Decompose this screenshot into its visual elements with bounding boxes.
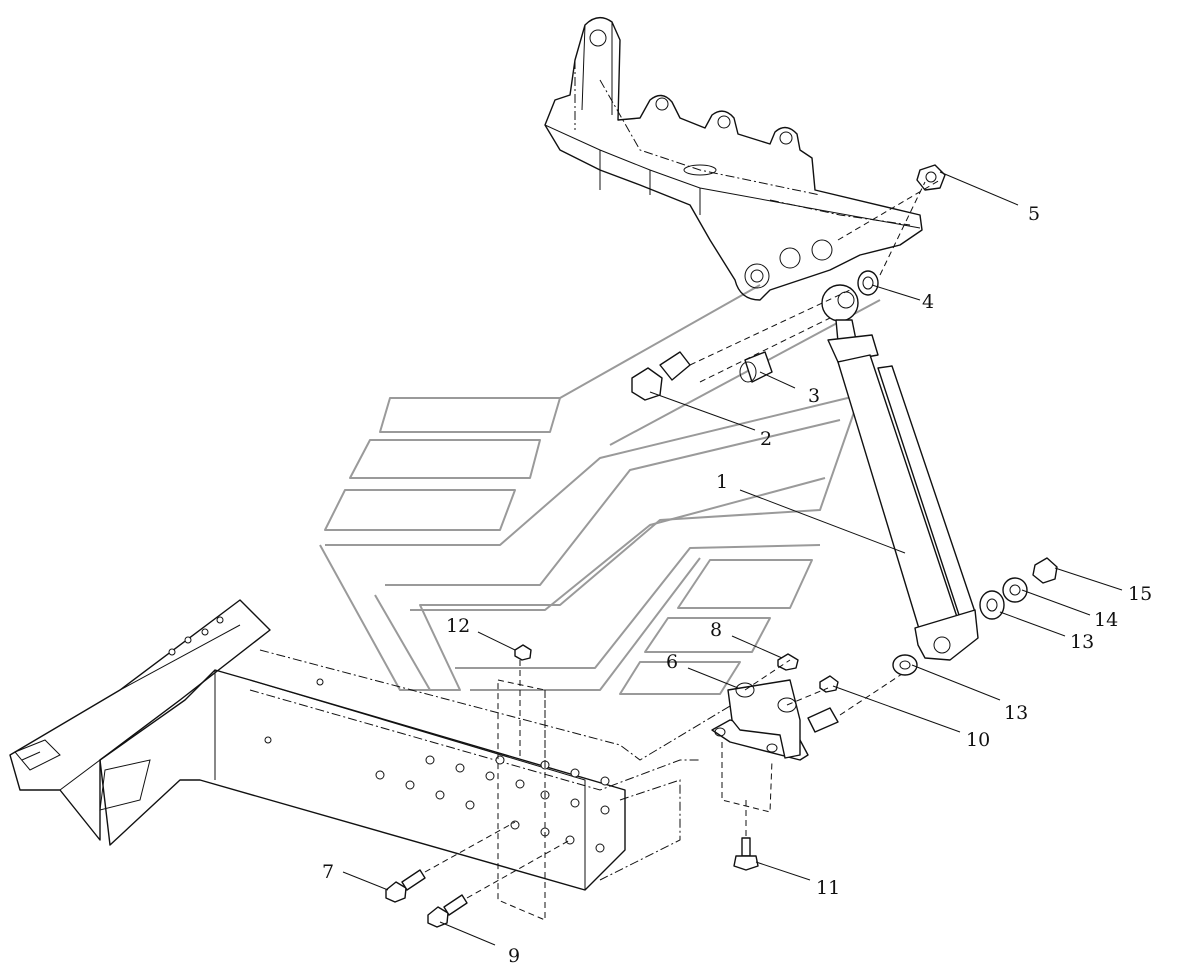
callout-12: 12 [446,615,470,637]
washer-13a-shape [892,654,918,676]
washer-4-shape [857,270,879,296]
callout-1: 1 [716,471,728,493]
nut-8-shape [777,653,799,671]
callout-6: 6 [666,651,678,673]
frame-rail [9,599,741,891]
callout-labels: 1 2 3 4 5 6 7 8 9 10 11 12 13 13 14 15 [322,203,1152,967]
bolt-9-head [427,906,449,928]
callout-13-upper: 13 [1070,631,1094,653]
shock-absorber [821,284,979,661]
bolt-11-head [733,855,759,871]
callout-3: 3 [808,385,820,407]
cab-outline-ghost [319,284,881,695]
callout-9: 9 [508,945,520,967]
bolt-2-head [631,367,663,401]
washer-13b-shape [979,590,1005,620]
callout-2: 2 [760,428,772,450]
callout-4: 4 [922,291,934,313]
callout-7: 7 [322,861,334,883]
callout-10: 10 [966,729,990,751]
lower-bracket [497,644,906,921]
nut-12-shape [514,644,532,661]
hardware-lower-right [892,557,1058,676]
nut-5-shape [916,164,946,191]
leader-lines [342,171,1123,946]
callout-13-lower: 13 [1004,702,1028,724]
bolt-2-shank [659,351,691,381]
callout-8: 8 [710,619,722,641]
washer-14-shape [1002,577,1028,603]
callout-15: 15 [1128,583,1152,605]
callout-14: 14 [1094,609,1118,631]
bushing-3-shape [744,351,773,383]
callout-11: 11 [816,877,840,899]
nut-10-shape [819,675,839,693]
bolts-lower [385,800,759,928]
bolt-7-head [385,881,407,903]
callout-5: 5 [1028,203,1040,225]
upper-cab-bracket [544,17,923,301]
frame-holes [168,616,610,853]
nut-15-shape [1032,557,1058,584]
